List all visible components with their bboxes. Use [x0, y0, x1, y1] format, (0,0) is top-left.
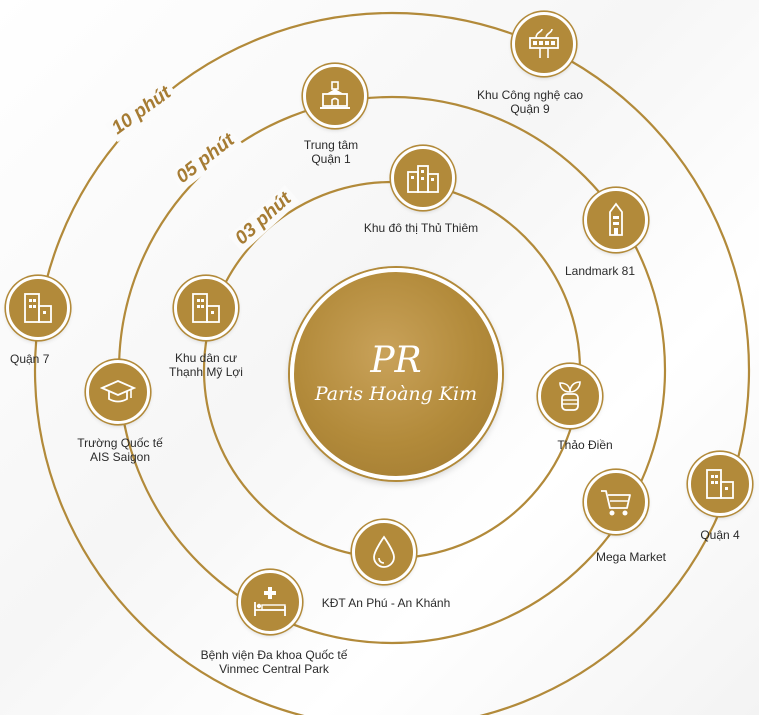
thu-thiem-node[interactable] — [391, 146, 455, 210]
vinmec-hospital-node[interactable] — [238, 570, 302, 634]
brand-monogram: PR — [370, 340, 422, 381]
district-4-node[interactable] — [688, 452, 752, 516]
apartment-icon — [706, 469, 734, 499]
location-label-an-phu: KĐT An Phú - An Khánh — [321, 596, 451, 610]
thanh-my-loi-node[interactable] — [174, 276, 238, 340]
apartment-icon — [192, 293, 220, 323]
ring-10-min — [34, 12, 750, 715]
location-label-district-4: Quận 4 — [700, 528, 740, 542]
brand-center-badge: PR Paris Hoàng Kim — [290, 268, 502, 480]
graduation-cap-icon — [100, 380, 136, 403]
location-label-landmark-81: Landmark 81 — [564, 264, 636, 278]
location-label-district-7: Quận 7 — [10, 352, 50, 366]
buildings-icon — [407, 165, 439, 193]
brand-name: Paris Hoàng Kim — [314, 383, 478, 405]
city-gate-icon — [320, 81, 350, 109]
water-drop-icon — [373, 535, 395, 568]
tech-park-node[interactable] — [512, 12, 576, 76]
landmark-81-node[interactable] — [584, 188, 648, 252]
mega-market-node[interactable] — [584, 470, 648, 534]
an-phu-node[interactable] — [352, 520, 416, 584]
location-label-mega-market: Mega Market — [595, 550, 667, 564]
district-7-node[interactable] — [6, 276, 70, 340]
location-label-thao-dien: Thảo Điền — [557, 438, 613, 452]
location-label-thu-thiem: Khu đô thị Thủ Thiêm — [363, 221, 479, 235]
tower-icon — [609, 202, 623, 236]
plant-pot-icon — [559, 381, 581, 411]
tech-park-icon — [529, 28, 559, 58]
thao-dien-node[interactable] — [538, 364, 602, 428]
apartment-icon — [24, 293, 52, 323]
ais-school-node[interactable] — [86, 360, 150, 424]
shopping-cart-icon — [601, 490, 631, 516]
hospital-bed-icon — [254, 587, 286, 616]
district-1-node[interactable] — [303, 64, 367, 128]
